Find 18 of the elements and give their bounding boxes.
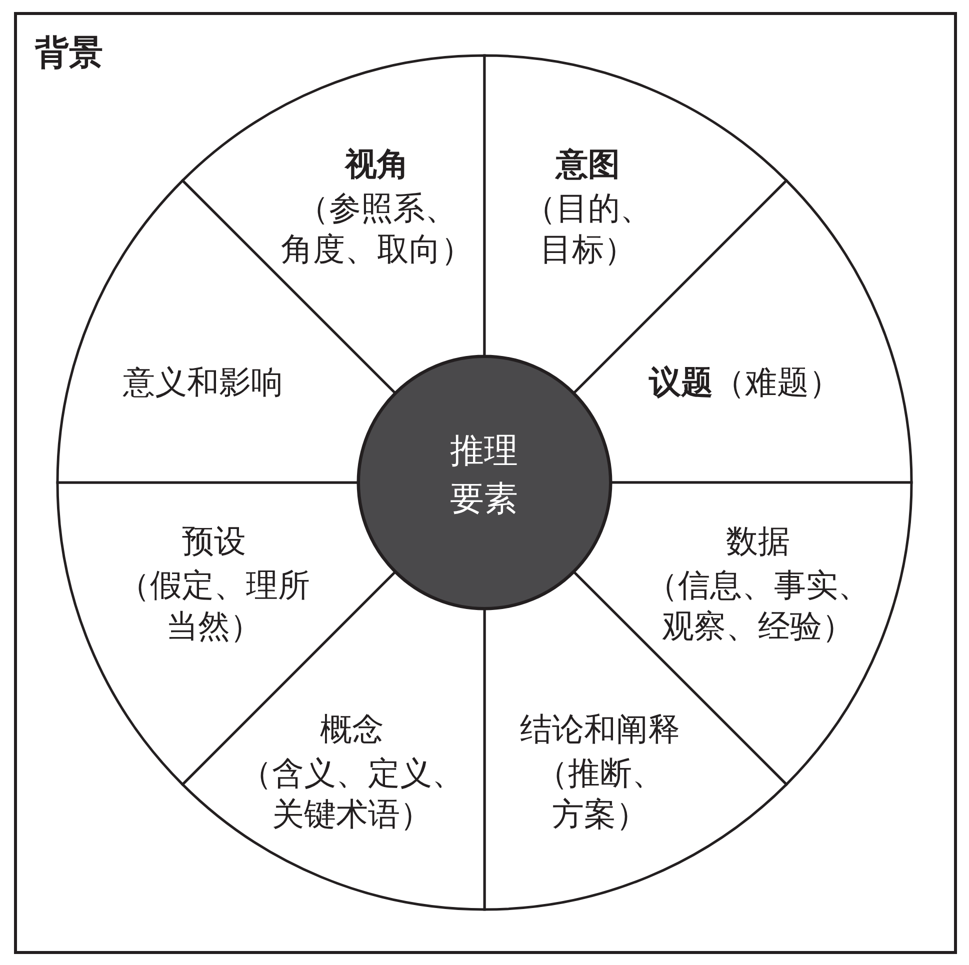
sector-text: （参照系、角度、取向） bbox=[280, 188, 474, 270]
sector-text: （假定、理所当然） bbox=[116, 564, 311, 646]
sector-heading: 意图 bbox=[556, 144, 620, 184]
sector-label: 意义和影响 bbox=[123, 362, 283, 402]
sector-heading: 议题 bbox=[649, 362, 713, 400]
sector-heading: 视角 bbox=[345, 144, 409, 184]
sector-heading: 结论和阐释 bbox=[520, 708, 680, 750]
sector-text: （含义、定义、关键术语） bbox=[238, 752, 465, 834]
sector-heading: 数据 bbox=[726, 520, 790, 562]
sector-text: （目的、目标） bbox=[522, 188, 653, 270]
context-frame bbox=[14, 12, 957, 954]
frame-title: 背景 bbox=[35, 35, 103, 71]
sector-text: （推断、方案） bbox=[534, 752, 665, 834]
sector-text: （信息、事实、观察、经验） bbox=[644, 564, 871, 646]
sector-heading: 预设 bbox=[182, 520, 246, 562]
sector-heading: 概念 bbox=[320, 708, 384, 750]
center-label: 推理要素 bbox=[448, 430, 519, 520]
sector-text: （难题） bbox=[713, 362, 841, 400]
